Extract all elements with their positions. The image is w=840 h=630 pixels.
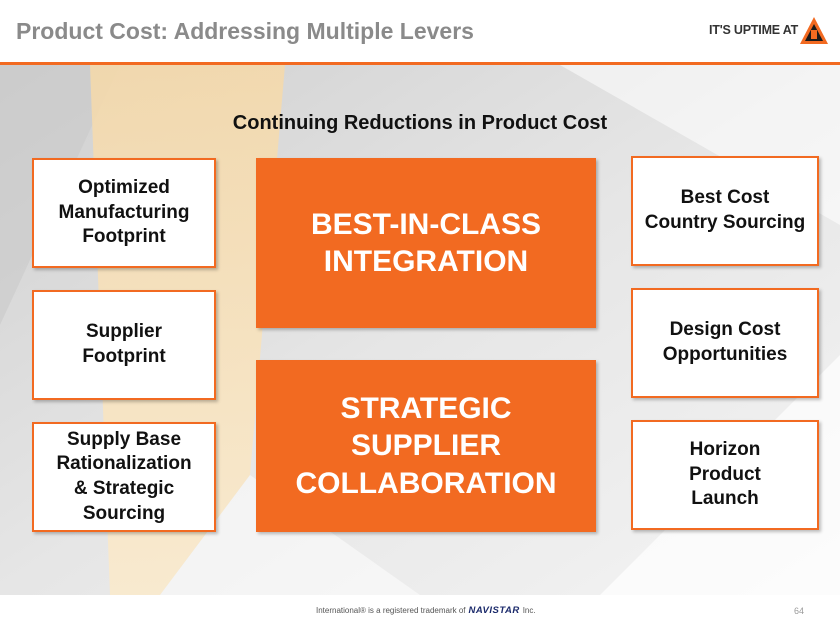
footer xyxy=(0,595,840,630)
lever-box-manufacturing-footprint: Optimized Manufacturing Footprint xyxy=(32,158,216,268)
company-logo: IT'S UPTIME AT xyxy=(709,16,828,50)
trademark-prefix: International® is a registered trademark… xyxy=(316,606,466,615)
lever-box-best-cost-sourcing: Best Cost Country Sourcing xyxy=(631,156,819,266)
lever-box-supply-base-rationalization: Supply Base Rationalization & Strategic … xyxy=(32,422,216,532)
lever-box-horizon-product-launch: Horizon Product Launch xyxy=(631,420,819,530)
logo-text: IT'S UPTIME AT xyxy=(709,23,799,37)
logo-triangle-icon xyxy=(800,17,828,44)
header-divider xyxy=(0,62,840,65)
page-number: 64 xyxy=(794,606,805,616)
section-subtitle: Continuing Reductions in Product Cost xyxy=(232,112,608,134)
center-block-best-in-class: BEST-IN-CLASS INTEGRATION xyxy=(256,158,596,328)
center-block-strategic-supplier: STRATEGIC SUPPLIER COLLABORATION xyxy=(256,360,596,532)
lever-box-design-cost: Design Cost Opportunities xyxy=(631,288,819,398)
header: Product Cost: Addressing Multiple Levers… xyxy=(0,0,840,62)
page-title: Product Cost: Addressing Multiple Levers xyxy=(16,18,474,44)
navistar-brand: NAVISTAR xyxy=(468,605,520,616)
trademark-notice: International® is a registered trademark… xyxy=(316,605,536,616)
lever-box-supplier-footprint: Supplier Footprint xyxy=(32,290,216,400)
trademark-suffix: Inc. xyxy=(522,606,536,615)
